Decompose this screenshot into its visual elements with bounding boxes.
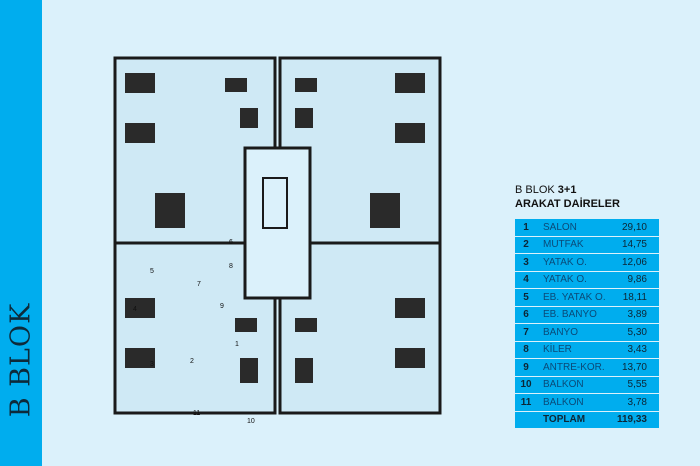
plan-furniture [125, 73, 425, 383]
svg-text:8: 8 [229, 263, 233, 270]
side-title: B BLOK [5, 302, 37, 418]
room-number: 7 [515, 324, 537, 341]
room-number: 3 [515, 254, 537, 271]
room-name: EB. BANYO [537, 306, 613, 323]
room-area: 18,11 [612, 289, 659, 306]
room-number: 1 [515, 219, 537, 236]
room-name: BALKON [537, 394, 613, 411]
room-name: SALON [537, 219, 613, 236]
room-name: BANYO [537, 324, 613, 341]
svg-text:9: 9 [220, 303, 224, 310]
table-title: B BLOK 3+1 [515, 184, 576, 196]
svg-text:11: 11 [193, 410, 200, 417]
room-name: EB. YATAK O. [537, 289, 613, 306]
svg-text:10: 10 [247, 418, 255, 425]
room-number: 2 [515, 236, 537, 253]
room-number: 8 [515, 341, 537, 358]
svg-text:7: 7 [197, 281, 201, 288]
table-subtitle: ARAKAT DAİRELER [515, 198, 620, 210]
room-number: 4 [515, 271, 537, 288]
room-area: 29,10 [612, 219, 659, 236]
room-number: 11 [515, 394, 537, 411]
apartment-type: 3+1 [557, 184, 577, 196]
total-number [515, 411, 537, 428]
room-name: BALKON [537, 376, 613, 393]
plan-room-numbers: 1 2 3 4 5 6 7 8 9 10 11 [133, 239, 255, 425]
svg-text:6: 6 [229, 239, 233, 246]
floor-plan: 1 2 3 4 5 6 7 8 9 10 11 [113, 56, 442, 425]
room-area: 13,70 [612, 359, 659, 376]
room-name: ANTRE-KOR. [537, 359, 613, 376]
room-area: 5,55 [612, 376, 659, 393]
room-area: 9,86 [612, 271, 659, 288]
room-area: 12,06 [612, 254, 659, 271]
room-name: YATAK O. [537, 271, 613, 288]
room-name: KİLER [537, 341, 613, 358]
total-area: 119,33 [612, 411, 659, 428]
room-area: 3,89 [612, 306, 659, 323]
svg-text:1: 1 [235, 341, 239, 348]
plan-core [243, 146, 312, 300]
room-area: 3,43 [612, 341, 659, 358]
room-area: 5,30 [612, 324, 659, 341]
room-name: MUTFAK [537, 236, 613, 253]
room-number: 5 [515, 289, 537, 306]
svg-text:3: 3 [150, 361, 154, 368]
room-number: 10 [515, 376, 537, 393]
svg-text:2: 2 [190, 358, 194, 365]
side-stripe: B BLOK [0, 0, 42, 466]
block-name: B BLOK [515, 184, 558, 196]
room-name: YATAK O. [537, 254, 613, 271]
room-area: 3,78 [612, 394, 659, 411]
svg-text:5: 5 [150, 268, 154, 275]
room-area: 14,75 [612, 236, 659, 253]
total-label: TOPLAM [537, 411, 613, 428]
room-number: 6 [515, 306, 537, 323]
svg-text:4: 4 [133, 306, 137, 313]
room-number: 9 [515, 359, 537, 376]
